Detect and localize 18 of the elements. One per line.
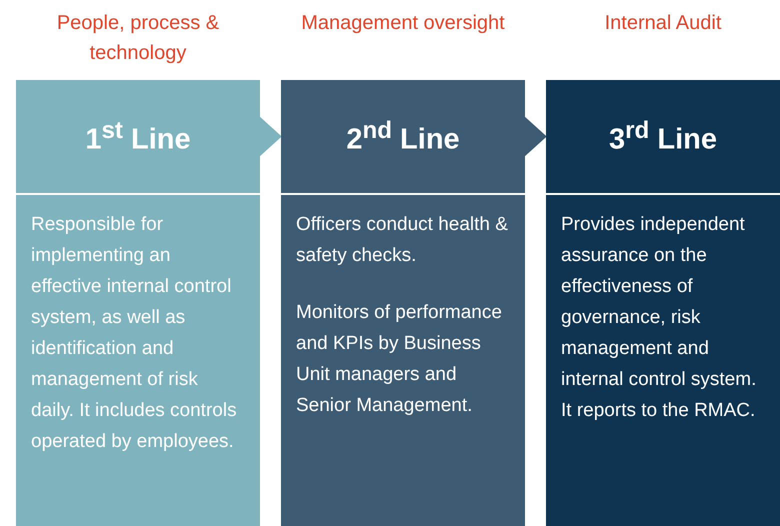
column-heading: Management oversight xyxy=(300,11,506,36)
line-header-box xyxy=(281,80,525,193)
description-text: Responsible for implementing an effective internal control system, as well as identification and management of risk daily. It includes controls operated by employees. xyxy=(31,213,238,454)
column-heading: Internal Audit xyxy=(604,11,722,36)
description-panel xyxy=(546,195,780,526)
line-header-box xyxy=(16,80,260,193)
column-heading: People, process & technology xyxy=(56,11,220,66)
chevron-arrow xyxy=(260,116,282,157)
description-panel xyxy=(16,195,260,526)
line-title: 3$^{rd}$ Line xyxy=(609,116,717,156)
line-title: 2$^{nd}$ Line xyxy=(346,116,460,156)
line-header-box xyxy=(546,80,780,193)
description-text: Officers conduct health & safety checks. xyxy=(296,213,509,268)
description-text: Provides independent assurance on the effectiveness of governance, risk management and internal control system. It reports to the RMAC. xyxy=(561,213,758,423)
description-text: Monitors of performance and KPIs by Business Unit managers and Senior Management. xyxy=(296,301,503,418)
line-title: 1$^{st}$ Line xyxy=(85,116,191,156)
description-panel xyxy=(281,195,525,526)
chevron-arrow xyxy=(524,116,547,157)
